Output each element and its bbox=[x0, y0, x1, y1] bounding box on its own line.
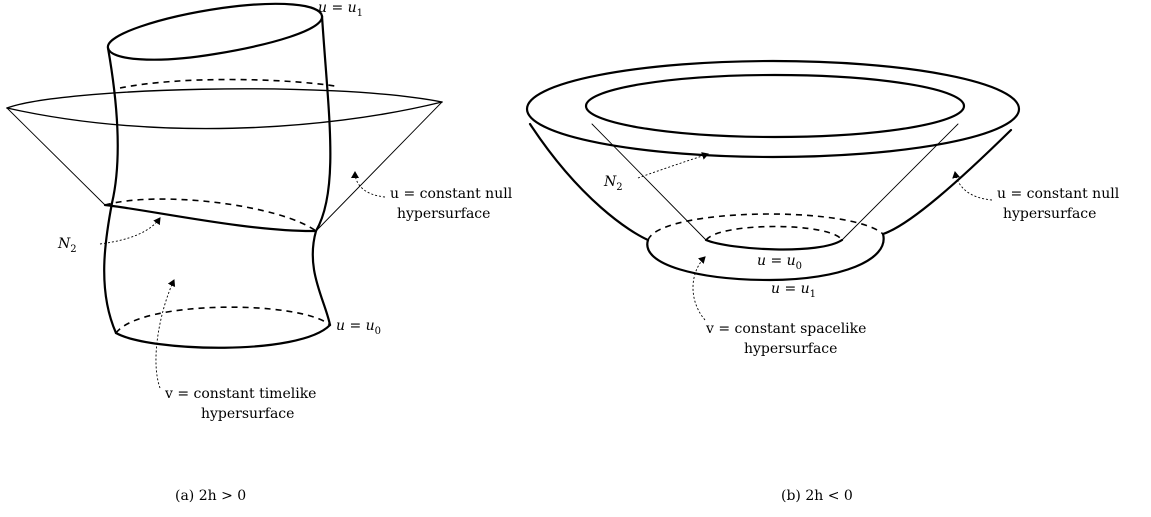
panel-a-n2-back-dash bbox=[104, 198, 317, 232]
panel-b-bottom-outer-front bbox=[646, 232, 885, 282]
panel-a-caption: (a) 2h > 0 bbox=[175, 488, 246, 504]
panel-a-timelike-line2: hypersurface bbox=[201, 406, 294, 422]
panel-a-n2-front bbox=[103, 203, 318, 233]
panel-a-null-arrow bbox=[351, 171, 386, 198]
panel-a-cone-right-edge bbox=[315, 101, 443, 232]
panel-a-n2-arrow bbox=[99, 217, 161, 245]
panel-a-timelike-arrow bbox=[155, 279, 176, 389]
panel-b-null-line1: u = constant null bbox=[997, 186, 1120, 202]
panel-b-caption: (b) 2h < 0 bbox=[781, 488, 853, 504]
panel-b-null-arrow bbox=[952, 171, 993, 201]
panel-b-spacelike-line1: v = constant spacelike bbox=[705, 321, 866, 337]
panel-a-tube-right-side bbox=[311, 14, 332, 327]
panel-b-bottom-inner-front bbox=[704, 238, 844, 251]
panel-b-inner-right-edge bbox=[841, 123, 959, 241]
panel-a-null-line2: hypersurface bbox=[397, 206, 490, 222]
panel-a-top-ellipse bbox=[106, 2, 324, 61]
panel-a-timelike-line1: v = constant timelike bbox=[164, 386, 316, 402]
panel-a-label-n2: N2 bbox=[57, 236, 77, 255]
panel-a-label-u1: u = u1 bbox=[318, 0, 363, 19]
panel-a-bottom-back bbox=[115, 306, 331, 334]
panel-b-outer-left-side bbox=[528, 122, 650, 242]
panel-b-outer-rim bbox=[525, 59, 1021, 159]
panel-b-bottom-inner-back bbox=[705, 225, 843, 241]
panel-b-outer-right-side bbox=[881, 128, 1013, 236]
panel-a-diagram: u = u1 u = u0 N2 u = constant null hyper… bbox=[6, 0, 513, 504]
panel-b-diagram: N2 u = u0 u = u1 u = constant null hyper… bbox=[525, 59, 1120, 504]
panel-a-tube-left-side bbox=[103, 46, 119, 335]
panel-a-null-line1: u = constant null bbox=[390, 186, 513, 202]
panel-b-spacelike-arrow bbox=[692, 256, 706, 321]
panel-b-null-line2: hypersurface bbox=[1003, 206, 1096, 222]
panel-a-cone-top-back-dash bbox=[119, 78, 336, 89]
panel-b-inner-rim bbox=[584, 73, 966, 139]
panel-b-label-u1: u = u1 bbox=[771, 281, 816, 300]
panel-b-bottom-outer-back bbox=[647, 213, 884, 241]
panel-a-label-u0: u = u0 bbox=[336, 318, 381, 337]
panel-a-bottom-front bbox=[114, 323, 332, 349]
panel-a-cone-lower-arc bbox=[6, 101, 443, 130]
panel-b-spacelike-line2: hypersurface bbox=[744, 341, 837, 357]
panel-b-n2-arrow bbox=[637, 152, 709, 179]
panel-a-cone-left-edge bbox=[6, 107, 106, 206]
panel-b-label-n2: N2 bbox=[603, 174, 623, 193]
panel-a-cone-top-arc bbox=[6, 88, 443, 109]
panel-b-label-u0: u = u0 bbox=[757, 253, 802, 272]
